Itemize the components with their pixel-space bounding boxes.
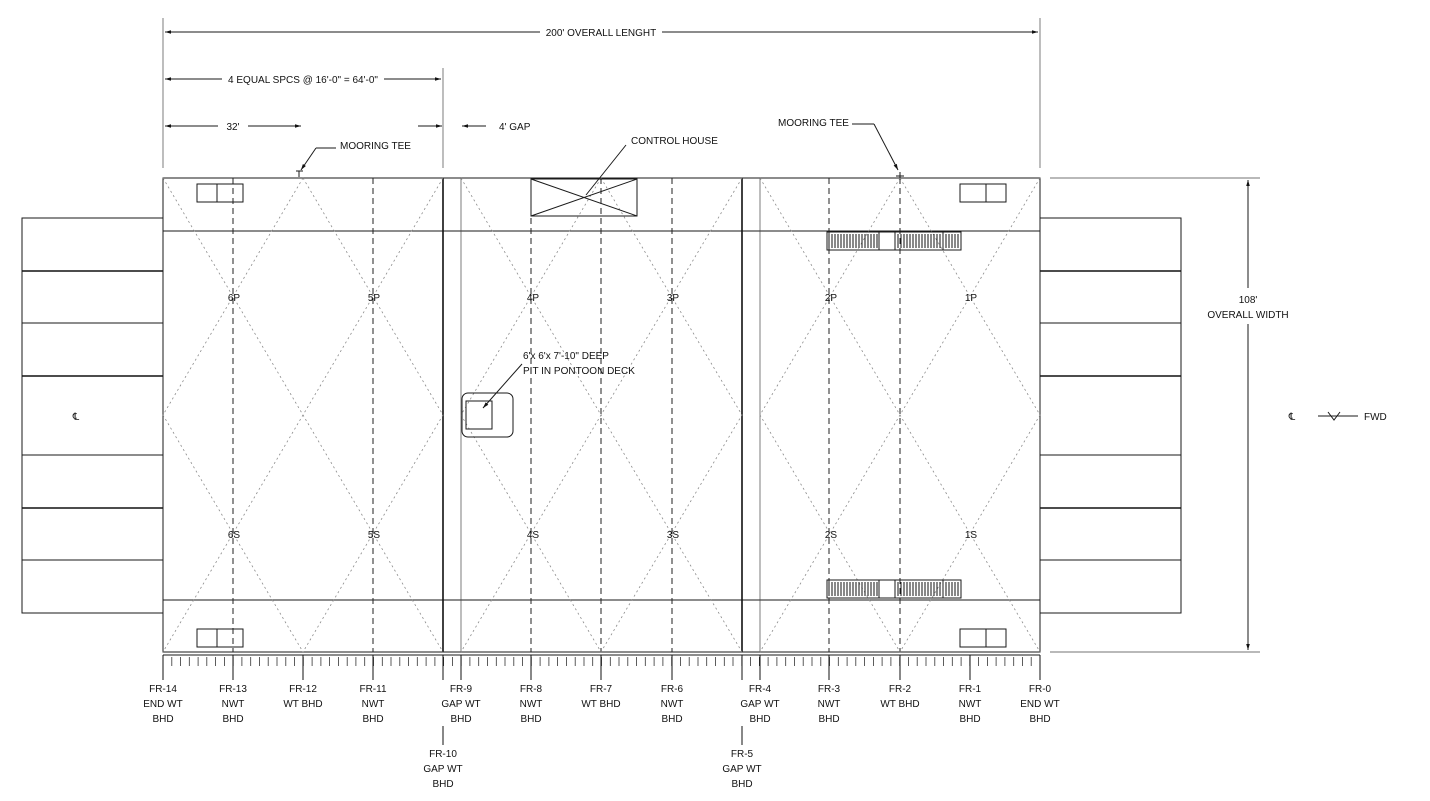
- segment-label: 32': [226, 122, 239, 133]
- tank-1p: 1P: [965, 293, 978, 304]
- frame-label-fr-8a-line3: BHD: [520, 714, 541, 725]
- control-house: CONTROL HOUSE: [530, 136, 718, 217]
- tank-2p: 2P: [825, 293, 838, 304]
- right-fenders: [1039, 217, 1182, 614]
- frame-label-fr-7-line1: FR-7: [590, 684, 613, 695]
- overall-length-dimension: 200' OVERALL LENGHT: [165, 28, 1038, 39]
- frame-label-fr-14-line3: BHD: [152, 714, 173, 725]
- pit-label-line2: PIT IN PONTOON DECK: [523, 366, 635, 377]
- width-label: OVERALL WIDTH: [1207, 310, 1288, 321]
- deck-pit: 6'x 6'x 7'-10" DEEP PIT IN PONTOON DECK: [461, 351, 635, 438]
- width-value: 108': [1239, 295, 1258, 306]
- frame-label-fr-9-line2: GAP WT: [441, 699, 480, 710]
- frame-label-fr-0-line2: END WT: [1020, 699, 1059, 710]
- frame-label-fr-3-line3: BHD: [818, 714, 839, 725]
- frame-label-fr-1-line1: FR-1: [959, 684, 982, 695]
- frame-label-fr-7-line2: WT BHD: [581, 699, 620, 710]
- frame-label-fr-10-line1: FR-10: [429, 749, 457, 760]
- tank-1s: 1S: [965, 530, 978, 541]
- frame-label-fr-5-line1: FR-5: [731, 749, 754, 760]
- frame-label-fr-14-line1: FR-14: [149, 684, 177, 695]
- tank-labels-starboard: 6S 5S 4S 3S 2S 1S: [228, 530, 978, 541]
- gap-label: 4' GAP: [499, 122, 531, 133]
- frame-label-fr-1-line2: NWT: [959, 699, 982, 710]
- frame-label-fr-9-line3: BHD: [450, 714, 471, 725]
- frame-label-fr-2-line2: WT BHD: [880, 699, 919, 710]
- tank-3p: 3P: [667, 293, 680, 304]
- frame-label-fr-10-line2: GAP WT: [423, 764, 462, 775]
- frame-label-fr-9-line1: FR-9: [450, 684, 473, 695]
- frame-label-fr-13-line2: NWT: [222, 699, 245, 710]
- corner-bitts: [196, 183, 1007, 648]
- frame-label-fr-0-line3: BHD: [1029, 714, 1050, 725]
- frame-label-fr-8a-line2: NWT: [520, 699, 543, 710]
- frame-label-fr-4-line1: FR-4: [749, 684, 772, 695]
- stair-top: [826, 231, 962, 251]
- segment-dimension: 32' 4' GAP: [165, 122, 531, 133]
- centerline-markers: ℄ ℄ FWD: [72, 411, 1387, 423]
- frame-label-fr-14-line2: END WT: [143, 699, 182, 710]
- control-house-label: CONTROL HOUSE: [631, 136, 718, 147]
- tank-4s: 4S: [527, 530, 540, 541]
- mooring-tee-left: MOORING TEE: [296, 141, 411, 177]
- frame-label-fr-6-line3: BHD: [661, 714, 682, 725]
- tank-5s: 5S: [368, 530, 381, 541]
- frame-label-fr-0-line1: FR-0: [1029, 684, 1052, 695]
- frame-label-fr-2-line1: FR-2: [889, 684, 912, 695]
- frame-label-fr-11-line1: FR-11: [359, 684, 386, 695]
- mooring-tee-right: MOORING TEE: [778, 118, 904, 178]
- frame-label-fr-10-line3: BHD: [432, 779, 453, 790]
- centerline-symbol-right: ℄: [1288, 412, 1296, 423]
- frame-label-fr-3-line2: NWT: [818, 699, 841, 710]
- tank-2s: 2S: [825, 530, 838, 541]
- frame-label-fr-5-line3: BHD: [731, 779, 752, 790]
- frame-label-fr-5-line2: GAP WT: [722, 764, 761, 775]
- centerline-symbol-left: ℄: [72, 412, 80, 423]
- frame-label-fr-12-line1: FR-12: [289, 684, 317, 695]
- overall-width-dimension: 108' OVERALL WIDTH: [1207, 180, 1289, 650]
- overall-length-label: 200' OVERALL LENGHT: [546, 28, 656, 39]
- stair-bottom: [826, 579, 962, 599]
- frame-label-fr-12-line2: WT BHD: [283, 699, 322, 710]
- tank-3s: 3S: [667, 530, 680, 541]
- diagonal-bracing: [162, 177, 1041, 653]
- frame-label-fr-4-line2: GAP WT: [740, 699, 779, 710]
- frame-scale: [162, 654, 1041, 680]
- frame-label-fr-4-line3: BHD: [749, 714, 770, 725]
- pit-label-line1: 6'x 6'x 7'-10" DEEP: [523, 351, 609, 362]
- tank-6s: 6S: [228, 530, 241, 541]
- tank-6p: 6P: [228, 293, 241, 304]
- frame-label-fr-6-line1: FR-6: [661, 684, 684, 695]
- frame-label-fr-6-line2: NWT: [661, 699, 684, 710]
- frame-label-fr-1-line3: BHD: [959, 714, 980, 725]
- frame-label-fr-11-line2: NWT: [362, 699, 385, 710]
- mooring-tee-right-label: MOORING TEE: [778, 118, 849, 129]
- equal-spaces-dimension: 4 EQUAL SPCS @ 16'-0" = 64'-0": [165, 75, 441, 86]
- frame-label-fr-13-line3: BHD: [222, 714, 243, 725]
- tank-4p: 4P: [527, 293, 540, 304]
- equal-spaces-label: 4 EQUAL SPCS @ 16'-0" = 64'-0": [228, 75, 378, 86]
- tank-labels-port: 6P 5P 4P 3P 2P 1P: [228, 293, 978, 304]
- fwd-label: FWD: [1364, 412, 1387, 423]
- frame-label-fr-11-line3: BHD: [362, 714, 383, 725]
- frame-label-fr-3-line1: FR-3: [818, 684, 841, 695]
- tank-5p: 5P: [368, 293, 381, 304]
- frame-label-fr-8a-line1: FR-8: [520, 684, 543, 695]
- frame-dash-lines: [232, 178, 901, 652]
- extension-lines: [162, 18, 1260, 653]
- frame-label-fr-13-line1: FR-13: [219, 684, 247, 695]
- left-fenders: [21, 217, 164, 614]
- mooring-tee-left-label: MOORING TEE: [340, 141, 411, 152]
